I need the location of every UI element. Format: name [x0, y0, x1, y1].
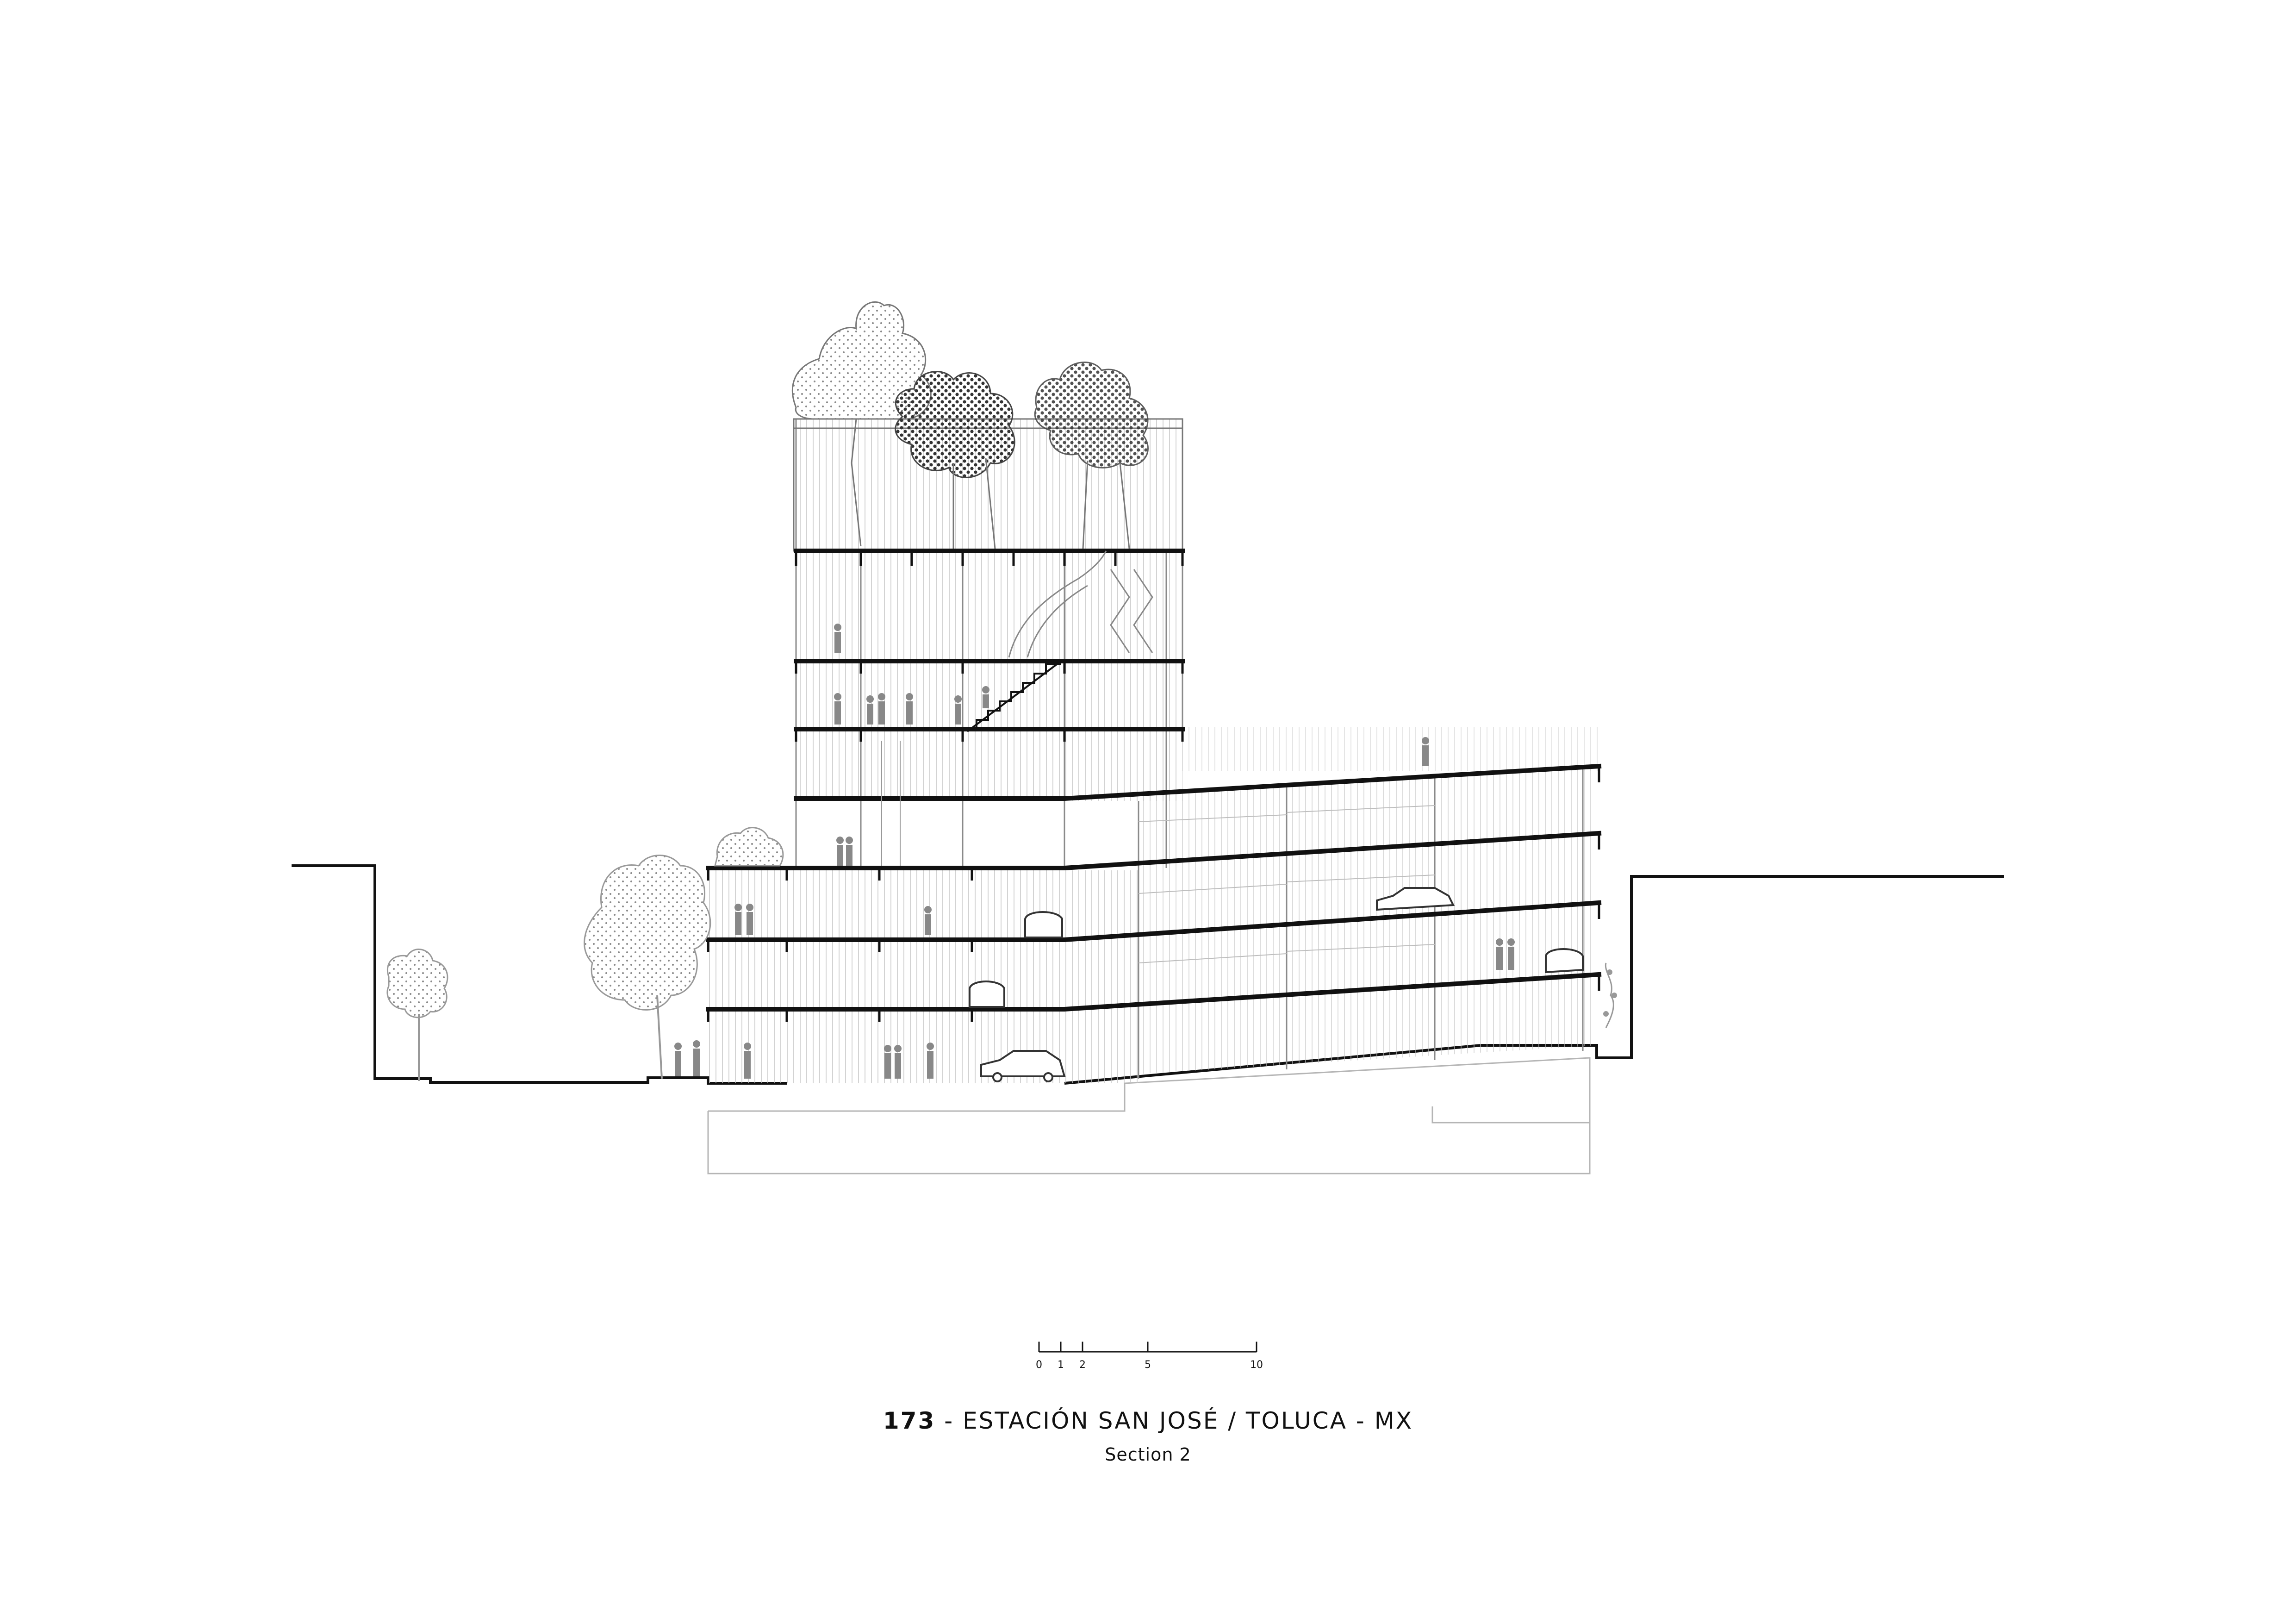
tree-center-small [714, 827, 784, 867]
scale-label-5: 5 [1145, 1359, 1151, 1371]
ladder [881, 741, 901, 866]
car-front-level3 [1024, 911, 1063, 938]
tree-left-small [386, 949, 448, 1081]
drawing-title: 173 - ESTACIÓN SAN JOSÉ / TOLUCA - MX [0, 1407, 2296, 1434]
person [1507, 938, 1515, 970]
person [836, 837, 844, 866]
person [674, 1043, 682, 1076]
person [693, 1040, 700, 1076]
person [894, 1045, 902, 1079]
ramp-interior [1138, 805, 1435, 963]
person [982, 686, 989, 708]
tree-left-large [584, 855, 711, 1079]
person [878, 693, 885, 725]
slab-ramp-l3 [706, 900, 1602, 942]
basement-step [1431, 1106, 1590, 1124]
car-ground-level [980, 1050, 1066, 1082]
person [1496, 938, 1503, 970]
person [866, 695, 874, 725]
person [846, 837, 853, 866]
scale-label-0: 0 [1036, 1359, 1042, 1371]
person [1422, 737, 1429, 766]
slab-ramp-l4 [706, 831, 1602, 870]
tree-roof-right [1034, 362, 1149, 549]
tower-columns [795, 419, 1584, 1079]
cars [969, 887, 1584, 1082]
person [924, 906, 932, 935]
tower-stair [966, 661, 1061, 732]
people [674, 624, 1515, 1079]
tree-right-small [1603, 962, 1617, 1028]
slab-beams [707, 551, 1600, 1022]
car-side-level4 [1376, 887, 1455, 911]
person [906, 693, 913, 725]
basement-outline [707, 1057, 1591, 1174]
floor-slabs [706, 549, 1602, 1012]
drawing-subtitle: Section 2 [1105, 1444, 1191, 1465]
tree-roof-center [895, 371, 1015, 549]
slab-ramp-l2 [706, 972, 1602, 1012]
scale-bar: 0 1 2 5 10 [1036, 1342, 1263, 1371]
scale-label-2: 2 [1079, 1359, 1086, 1371]
scale-label-1: 1 [1058, 1359, 1064, 1371]
scale-label-10: 10 [1250, 1359, 1263, 1371]
person [834, 693, 841, 725]
person [746, 904, 753, 935]
person [954, 695, 962, 725]
project-name: - ESTACIÓN SAN JOSÉ / TOLUCA - MX [944, 1407, 1413, 1434]
person [744, 1043, 751, 1079]
person [884, 1045, 891, 1079]
person [927, 1043, 934, 1079]
slab-ramp-l5 [794, 763, 1602, 801]
car-front-level2 [969, 981, 1005, 1008]
car-front-level3-right [1545, 948, 1584, 974]
person [734, 904, 742, 935]
person [834, 624, 841, 653]
project-number: 173 [883, 1407, 936, 1434]
spiral-stair [1008, 550, 1153, 658]
